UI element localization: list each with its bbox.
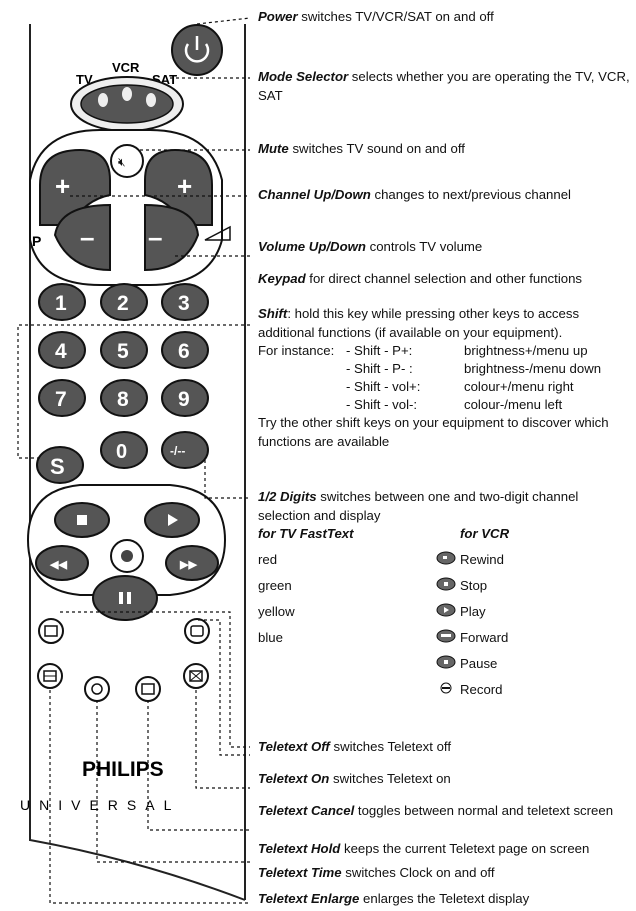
volume-description: Volume Up/Down controls TV volume bbox=[258, 239, 483, 254]
shift-example-prefix: For instance: bbox=[258, 343, 335, 358]
teletext-time-description: Teletext Time switches Clock on and off bbox=[258, 865, 495, 880]
mute-description: Mute switches TV sound on and off bbox=[258, 141, 465, 156]
fasttext-yellow: yellow bbox=[258, 604, 295, 619]
teletext-off-button[interactable] bbox=[184, 618, 210, 644]
keypad-button-9[interactable]: 9 bbox=[161, 379, 209, 417]
volume-icon bbox=[204, 225, 231, 241]
keypad-button-4[interactable]: 4 bbox=[38, 331, 86, 369]
teletext-cancel-button[interactable] bbox=[183, 663, 209, 689]
teletext-hold-button[interactable] bbox=[135, 676, 161, 702]
vcr-rewind: Rewind bbox=[460, 552, 504, 567]
mode-label-vcr: VCR bbox=[112, 60, 140, 75]
vcr-forward: Forward bbox=[460, 630, 509, 645]
keypad-button-2[interactable]: 2 bbox=[100, 283, 148, 321]
svg-text:▶▶: ▶▶ bbox=[179, 559, 197, 571]
keypad-label-7: 7 bbox=[55, 388, 67, 411]
keypad-label-4: 4 bbox=[55, 340, 67, 363]
vcr-icons bbox=[436, 551, 456, 694]
fasttext-blue: blue bbox=[258, 630, 283, 645]
record-button[interactable] bbox=[110, 539, 144, 573]
teletext-cancel-description: Teletext Cancel toggles between normal a… bbox=[258, 803, 614, 818]
zero-button[interactable]: 0 bbox=[100, 431, 148, 469]
power-description: Power switches TV/VCR/SAT on and off bbox=[258, 9, 494, 24]
program-label: P bbox=[32, 233, 41, 249]
svg-text:+: + bbox=[55, 171, 70, 201]
shift-outro: Try the other shift keys on your equipme… bbox=[258, 415, 609, 449]
shift-example-key-1: - Shift - P- : bbox=[346, 361, 413, 376]
fasttext-red: red bbox=[258, 552, 278, 567]
pause-button[interactable] bbox=[92, 575, 158, 621]
keypad-label-3: 3 bbox=[178, 292, 190, 315]
teletext-time-button[interactable] bbox=[84, 676, 110, 702]
volume-up-button[interactable]: + bbox=[144, 148, 213, 226]
shift-description: Shift: hold this key while pressing othe… bbox=[258, 306, 580, 340]
shift-example-key-2: - Shift - vol+: bbox=[346, 379, 421, 394]
sub-brand: UNIVERSAL bbox=[20, 797, 180, 813]
shift-example-fn-2: colour+/menu right bbox=[464, 379, 574, 394]
keypad-label-9: 9 bbox=[178, 388, 190, 411]
vcr-pause: Pause bbox=[460, 656, 498, 671]
shift-example-fn-3: colour-/menu left bbox=[464, 397, 563, 412]
zero-key-label: 0 bbox=[116, 441, 127, 463]
vcr-stop: Stop bbox=[460, 578, 488, 593]
svg-text:◀◀: ◀◀ bbox=[49, 559, 67, 571]
keypad-label-5: 5 bbox=[117, 340, 129, 363]
keypad-label-8: 8 bbox=[117, 388, 129, 411]
mode-description: Mode Selector selects whether you are op… bbox=[258, 69, 630, 103]
shift-example-key-3: - Shift - vol-: bbox=[346, 397, 418, 412]
shift-key-label: S bbox=[50, 454, 65, 479]
mode-selector[interactable] bbox=[70, 76, 184, 132]
svg-text:🔇︎: 🔇︎ bbox=[118, 155, 126, 169]
svg-text:–: – bbox=[148, 222, 162, 252]
digits-button[interactable]: -/-- bbox=[161, 431, 209, 469]
leader-lines bbox=[17, 17, 251, 904]
keypad-button-7[interactable]: 7 bbox=[38, 379, 86, 417]
teletext-on-button[interactable] bbox=[38, 618, 64, 644]
teletext-enlarge-button[interactable] bbox=[37, 663, 63, 689]
keypad-label-1: 1 bbox=[55, 292, 67, 315]
channel-description: Channel Up/Down changes to next/previous… bbox=[258, 187, 571, 202]
keypad-label-6: 6 bbox=[178, 340, 190, 363]
digits-key-label: -/-- bbox=[170, 444, 185, 458]
keypad: 1 2 3 4 5 6 7 8 9 bbox=[38, 283, 209, 417]
teletext-on-description: Teletext On switches Teletext on bbox=[258, 771, 451, 786]
svg-text:+: + bbox=[177, 171, 192, 201]
vcr-header: for VCR bbox=[460, 526, 510, 541]
keypad-button-5[interactable]: 5 bbox=[100, 331, 148, 369]
digits-description: 1/2 Digits switches between one and two-… bbox=[258, 489, 579, 523]
keypad-button-6[interactable]: 6 bbox=[161, 331, 209, 369]
keypad-button-8[interactable]: 8 bbox=[100, 379, 148, 417]
brand-logo: PHILIPS bbox=[82, 758, 164, 781]
forward-button[interactable]: ▶▶ bbox=[165, 545, 219, 581]
volume-down-button[interactable]: – bbox=[144, 203, 200, 272]
teletext-enlarge-description: Teletext Enlarge enlarges the Teletext d… bbox=[258, 891, 530, 906]
keypad-label-2: 2 bbox=[117, 292, 129, 315]
teletext-hold-description: Teletext Hold keeps the current Teletext… bbox=[258, 841, 590, 856]
stop-red-button[interactable] bbox=[54, 502, 110, 538]
channel-down-button[interactable]: – bbox=[53, 203, 111, 272]
shift-example-key-0: - Shift - P+: bbox=[346, 343, 413, 358]
fasttext-green: green bbox=[258, 578, 292, 593]
fasttext-header: for TV FastText bbox=[258, 526, 354, 541]
rewind-button[interactable]: ◀◀ bbox=[35, 545, 89, 581]
play-green-button[interactable] bbox=[144, 502, 200, 538]
power-button[interactable] bbox=[171, 24, 223, 76]
keypad-button-3[interactable]: 3 bbox=[161, 283, 209, 321]
shift-example-fn-1: brightness-/menu down bbox=[464, 361, 602, 376]
shift-example-fn-0: brightness+/menu up bbox=[464, 343, 588, 358]
shift-button[interactable]: S bbox=[36, 446, 84, 484]
keypad-button-1[interactable]: 1 bbox=[38, 283, 86, 321]
svg-text:–: – bbox=[80, 222, 94, 252]
vcr-play: Play bbox=[460, 604, 486, 619]
vcr-record: Record bbox=[460, 682, 503, 697]
teletext-off-description: Teletext Off switches Teletext off bbox=[258, 739, 452, 754]
mute-button[interactable]: 🔇︎ bbox=[110, 144, 144, 178]
keypad-description: Keypad for direct channel selection and … bbox=[258, 271, 583, 286]
